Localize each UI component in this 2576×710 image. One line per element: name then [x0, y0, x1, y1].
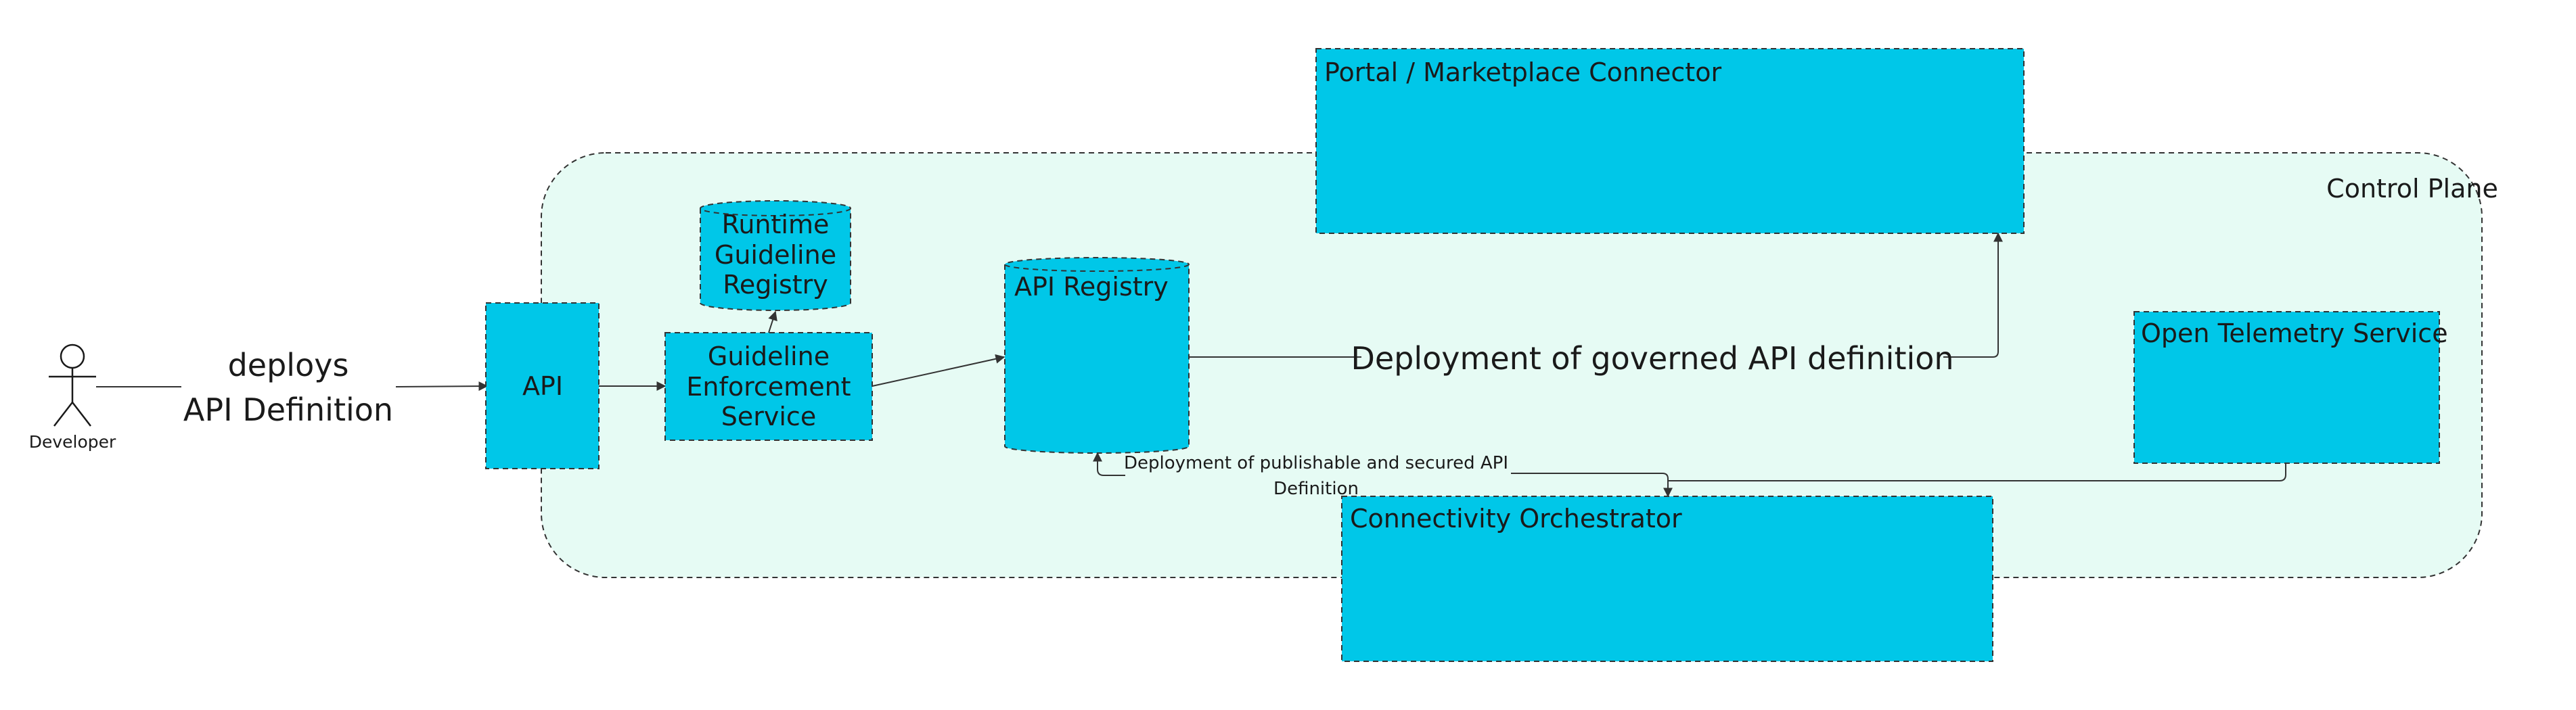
connectivity-orchestrator-box[interactable] — [1341, 496, 1993, 662]
edge-governed-b — [1943, 232, 2003, 358]
edge-guideline-to-runtime-registry — [768, 310, 777, 333]
api-box[interactable] — [485, 302, 600, 469]
edge-telemetry-to-connectivity — [1663, 463, 2286, 498]
edge-developer-to-api-b — [395, 381, 489, 392]
runtime-registry-label-line2: Guideline — [715, 240, 836, 270]
deploys-label-line2: API Definition — [183, 392, 393, 428]
publishable-deployment-label-line2: Definition — [1273, 479, 1359, 499]
governed-deployment-label: Deployment of governed API definition — [1351, 340, 1953, 377]
control-plane-label: Control Plane — [2326, 174, 2498, 204]
guideline-enforcement-service-box[interactable] — [664, 332, 873, 441]
guideline-service-label-line2: Enforcement — [686, 372, 851, 402]
runtime-guideline-registry-cylinder[interactable] — [700, 200, 851, 311]
connectivity-orchestrator-label: Connectivity Orchestrator — [1350, 504, 1682, 534]
api-label: API — [522, 371, 563, 401]
publishable-deployment-label-line1: Deployment of publishable and secured AP… — [1124, 453, 1508, 473]
api-registry-cylinder[interactable] — [1004, 257, 1190, 454]
open-telemetry-label: Open Telemetry Service — [2141, 318, 2448, 348]
guideline-service-label-line1: Guideline — [708, 341, 830, 371]
edge-publishable-a — [1511, 473, 1669, 481]
runtime-registry-label-line3: Registry — [723, 270, 828, 300]
open-telemetry-service-box[interactable] — [2133, 311, 2440, 464]
stick-figure-icon — [49, 344, 96, 427]
edge-guideline-to-api-registry — [872, 354, 1005, 387]
developer-label: Developer — [29, 432, 116, 452]
api-registry-label: API Registry — [1014, 272, 1169, 302]
runtime-registry-label-line1: Runtime — [722, 210, 830, 239]
deploys-label-line1: deploys — [228, 347, 349, 383]
portal-marketplace-connector-box[interactable] — [1315, 48, 2025, 234]
portal-marketplace-connector-label: Portal / Marketplace Connector — [1324, 57, 1721, 87]
guideline-service-label-line3: Service — [721, 402, 816, 431]
edge-publishable-b — [1093, 452, 1125, 476]
